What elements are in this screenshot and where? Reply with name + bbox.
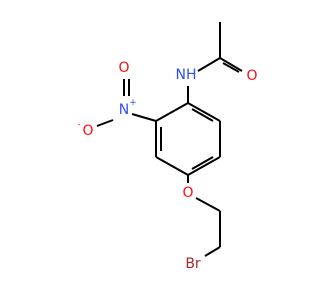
atom-ether-o: O (182, 185, 193, 201)
ring-inner-double-c5-c6 (191, 108, 214, 122)
ring-bond-c5-c6 (187, 102, 221, 122)
bond-nitro-n-to-o-minus (96, 119, 114, 127)
ring-bond-c6-c1 (155, 102, 189, 122)
atom-nitro-o-minus: O (82, 123, 93, 139)
bond-carbonyl-double-1 (219, 57, 243, 72)
ring-bond-c2-c3 (155, 156, 189, 176)
bond-ring-to-nitro-n (131, 113, 157, 122)
atom-nitro-o-double: O (118, 60, 129, 76)
ring-inner-double-c3-c4 (191, 156, 214, 170)
molecule-structure-diagram: NH O N + O O - O Br (77, 22, 258, 272)
atom-nitro-n-charge: + (129, 98, 137, 108)
atom-bromine: Br (185, 256, 201, 272)
bond-ether-o-to-ch2 (195, 197, 221, 212)
ring-bond-c3-c4 (187, 156, 221, 176)
atom-nitro-n: N (119, 102, 129, 118)
bond-layer (96, 22, 243, 257)
atom-carbonyl-o: O (246, 68, 257, 84)
bond-ch2-to-br (204, 246, 221, 257)
atom-amide-nh: NH (175, 67, 196, 83)
atom-nitro-o-minus-charge: - (77, 120, 80, 130)
atom-label-layer: NH O N + O O - O Br (77, 60, 257, 272)
bond-amide-n-to-carbonyl-c (197, 57, 221, 72)
bond-carbonyl-double-2 (222, 62, 240, 73)
